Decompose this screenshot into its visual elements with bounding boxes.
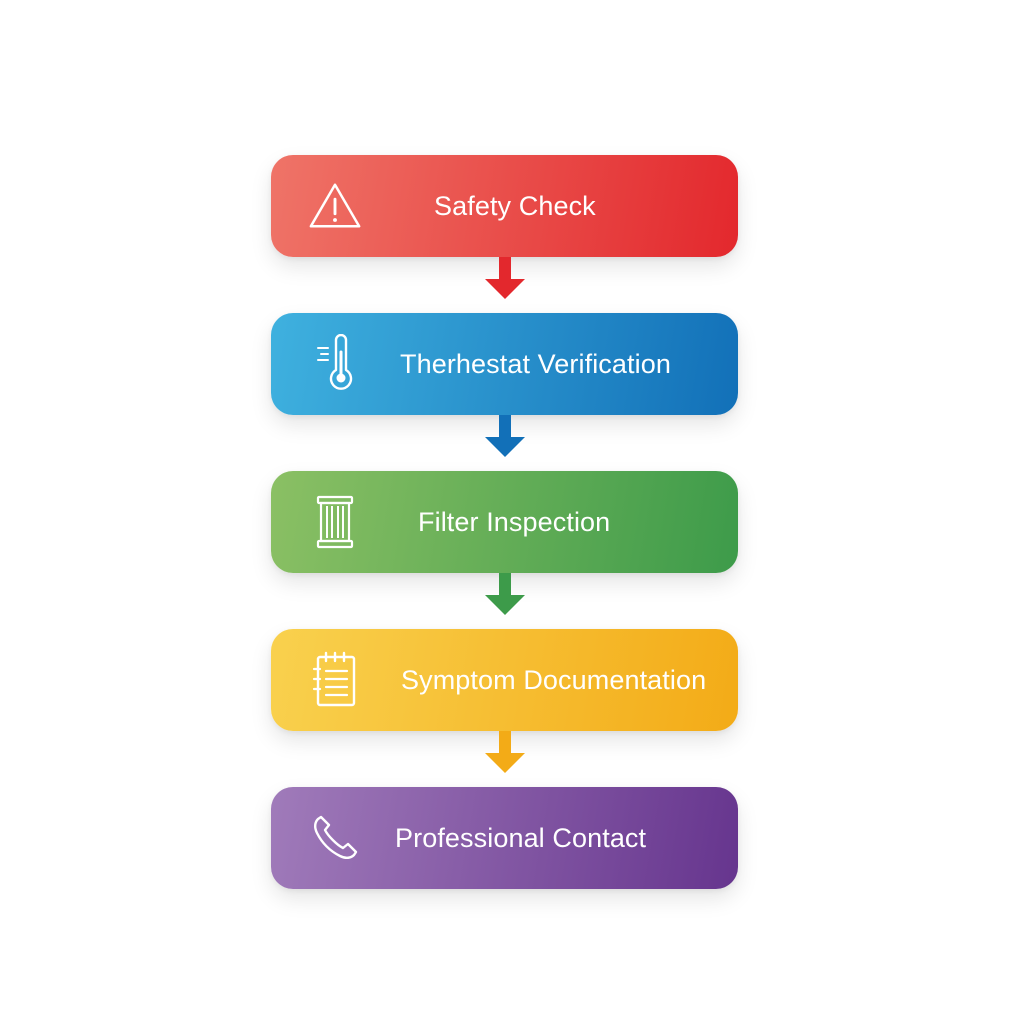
step-filter-inspection: Filter Inspection: [271, 471, 738, 573]
step-label: Professional Contact: [395, 823, 647, 853]
air-filter-icon: [307, 494, 363, 550]
notepad-icon: [307, 651, 363, 708]
step-thermostat-verification: Therhestat Verification: [271, 313, 738, 415]
step-label: Safety Check: [434, 191, 596, 221]
connector-arrow: [271, 415, 738, 471]
step-label: Therhestat Verification: [400, 349, 671, 379]
troubleshooting-flowchart: Safety Check Therhestat Verification: [271, 155, 738, 889]
step-professional-contact: Professional Contact: [271, 787, 738, 889]
phone-icon: [307, 810, 363, 866]
step-label: Symptom Documentation: [401, 665, 707, 695]
step-safety-check: Safety Check: [271, 155, 738, 257]
thermometer-icon: [307, 334, 363, 392]
step-label: Filter Inspection: [418, 507, 611, 537]
connector-arrow: [271, 257, 738, 313]
connector-arrow: [271, 731, 738, 787]
connector-arrow: [271, 573, 738, 629]
warning-triangle-icon: [307, 178, 363, 234]
step-symptom-documentation: Symptom Documentation: [271, 629, 738, 731]
